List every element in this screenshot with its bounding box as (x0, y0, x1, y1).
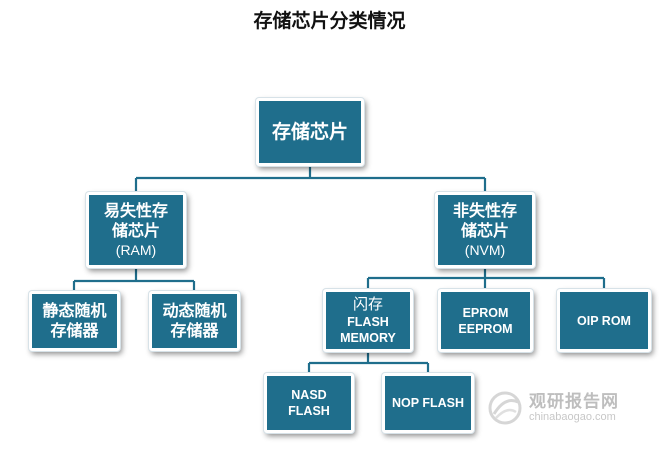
node-nonvolatile-line1: 非失性存 (452, 200, 517, 220)
node-dram: 动态随机 存储器 (149, 291, 240, 351)
node-flash-line2: FLASH (347, 315, 389, 330)
node-sram-line1: 静态随机 (42, 300, 107, 320)
node-volatile-ram: 易失性存 储芯片 (RAM) (86, 192, 186, 268)
node-nasd-flash: NASD FLASH (264, 373, 354, 433)
node-eprom: EPROM EEPROM (438, 289, 533, 352)
node-nonvolatile-line2: 储芯片 (460, 221, 509, 241)
node-volatile-line1: 易失性存 (103, 200, 168, 220)
watermark-en-text: chinabaogao.com (529, 411, 616, 424)
node-nonvolatile-line3: (NVM) (464, 241, 506, 258)
node-storage-chip: 存储芯片 (256, 98, 364, 166)
watermark: 观研报告网 chinabaogao.com (485, 386, 645, 430)
node-flash-line1: 闪存 (352, 294, 383, 313)
node-eprom-line2: EEPROM (458, 321, 513, 336)
connector-flash-children (307, 352, 430, 373)
connector-nvm-children (366, 268, 606, 289)
node-volatile-line2: 储芯片 (111, 221, 160, 241)
node-nasd-line2: FLASH (288, 404, 330, 418)
node-oip-rom: OIP ROM (557, 289, 651, 352)
node-dram-line2: 存储器 (170, 321, 219, 340)
node-flash-memory: 闪存 FLASH MEMORY (323, 289, 413, 352)
node-sram-line2: 存储器 (50, 321, 99, 340)
node-oiprom-label: OIP ROM (577, 313, 631, 328)
watermark-cn-text: 观研报告网 (529, 391, 619, 412)
node-eprom-line1: EPROM (462, 305, 509, 320)
node-storage-chip-label: 存储芯片 (271, 120, 348, 143)
node-nasd-line1: NASD (291, 388, 327, 402)
node-volatile-line3: (RAM) (115, 241, 157, 258)
node-nonvolatile-nvm: 非失性存 储芯片 (NVM) (435, 192, 535, 268)
node-norflash-label: NOP FLASH (392, 396, 464, 410)
connector-ram-children (72, 268, 196, 291)
node-nop-flash: NOP FLASH (382, 373, 474, 433)
node-flash-line3: MEMORY (340, 331, 396, 346)
watermark-logo-icon (488, 391, 522, 425)
diagram-title: 存储芯片分类情况 (253, 10, 406, 32)
node-sram: 静态随机 存储器 (29, 291, 120, 351)
connector-root-level1 (134, 166, 487, 192)
node-dram-line1: 动态随机 (162, 300, 227, 320)
